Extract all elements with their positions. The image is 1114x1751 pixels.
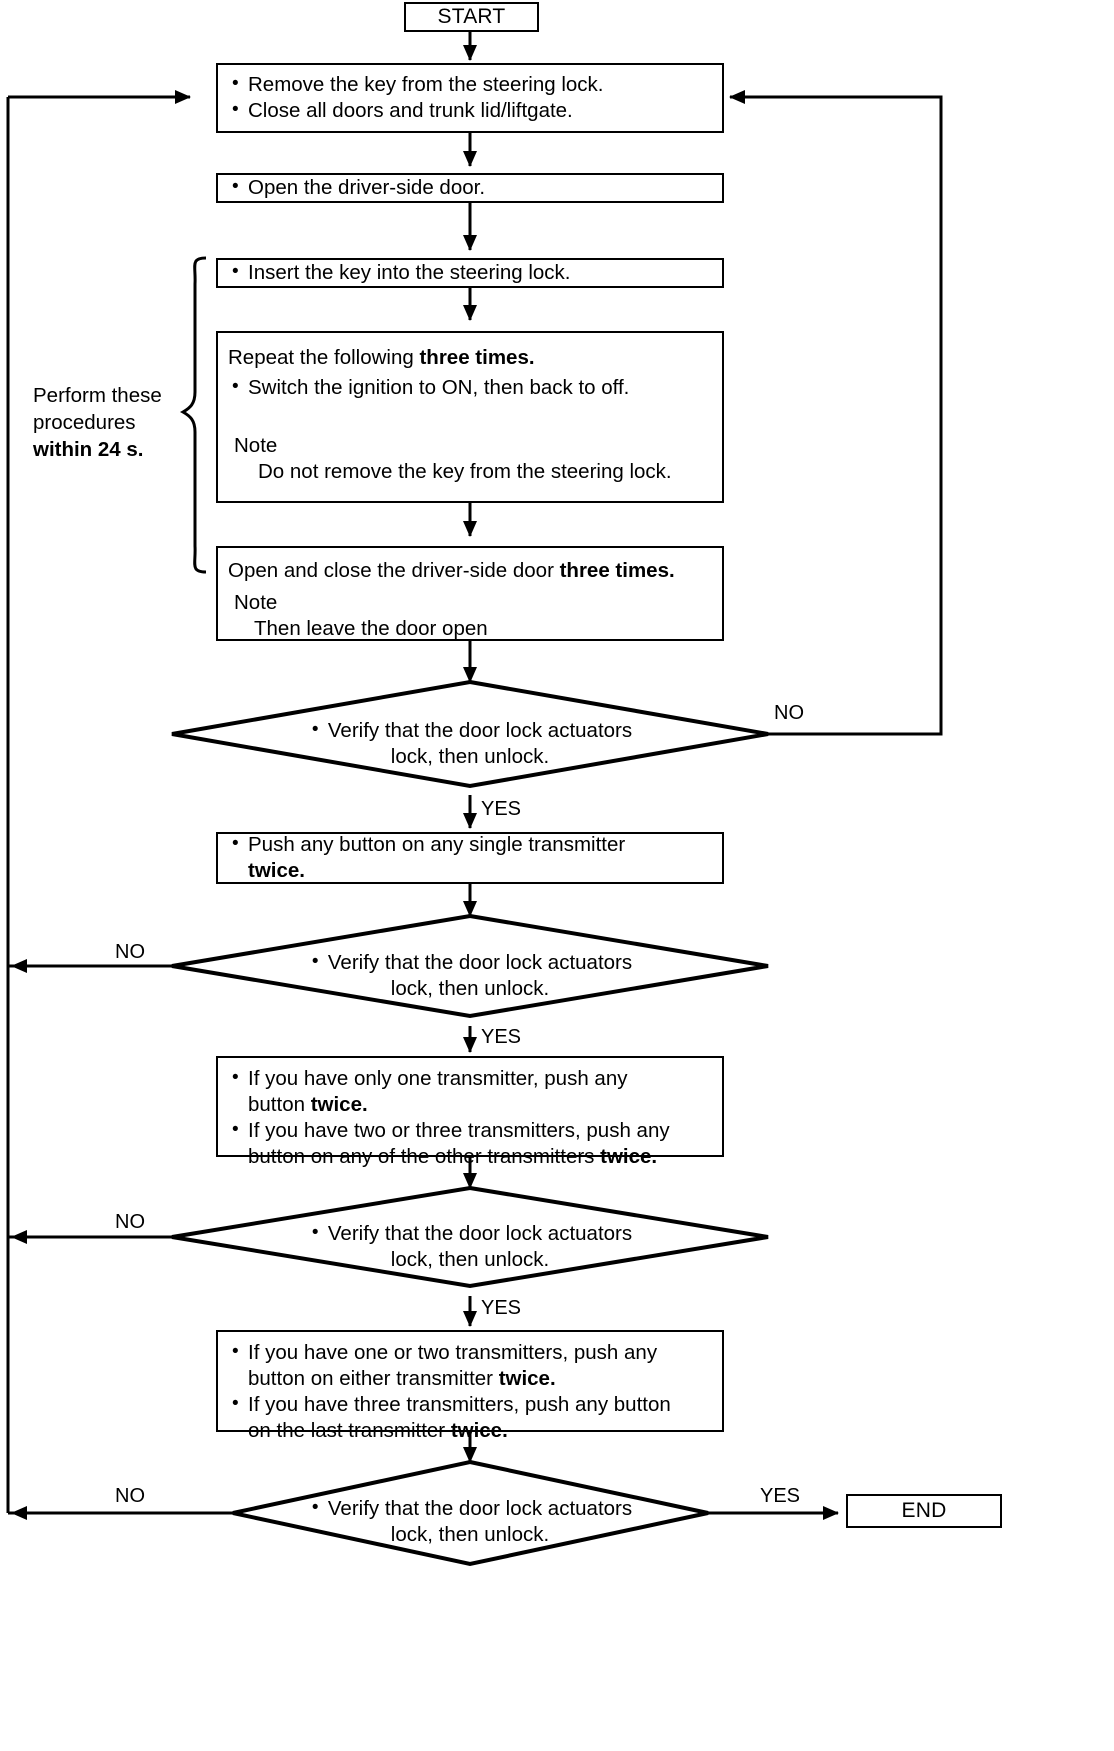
open-close-heading: Open and close the driver-side door thre…: [228, 558, 712, 584]
push-last-b1-l2-bold: twice.: [498, 1367, 556, 1390]
verify-4-line-1: Verify that the door lock actuators: [308, 1495, 632, 1522]
repeat-bullet-1: Switch the ignition to ON, then back to …: [228, 374, 712, 401]
step-push-other-transmitters-box: If you have only one transmitter, push a…: [216, 1056, 724, 1168]
verify-2-line-1: Verify that the door lock actuators: [308, 949, 632, 976]
step-open-driver-door-box: Open the driver-side door.: [216, 173, 724, 203]
verify-1-line-1: Verify that the door lock actuators: [308, 717, 632, 744]
push-other-b2-l2-plain: button on any of the other transmitters: [248, 1145, 601, 1168]
push-other-b1-l2-plain: button: [248, 1093, 311, 1116]
push-last-b2-l2-bold: twice.: [450, 1419, 508, 1442]
step-remove-key-box: Remove the key from the steering lock. C…: [216, 63, 724, 133]
verify-1-line-2: lock, then unlock.: [390, 745, 550, 768]
remove-key-bullet-2: Close all doors and trunk lid/liftgate.: [228, 97, 712, 124]
repeat-note-label: Note: [234, 434, 278, 457]
open-close-heading-plain: Open and close the driver-side door: [228, 559, 560, 582]
push-other-b2-l2-bold: twice.: [600, 1145, 658, 1168]
step-push-last-transmitter-box: If you have one or two transmitters, pus…: [216, 1330, 724, 1442]
start-terminal: START: [404, 2, 539, 32]
edge-label-yes-4: YES: [760, 1485, 801, 1507]
end-terminal: END: [846, 1494, 1002, 1528]
push-last-b1-l1: If you have one or two transmitters, pus…: [228, 1339, 712, 1366]
step-open-close-door-box: Open and close the driver-side door thre…: [216, 546, 724, 641]
start-label: START: [437, 5, 506, 28]
step-repeat-ignition-box: Repeat the following three times. Switch…: [216, 331, 724, 503]
push-other-b1-l1: If you have only one transmitter, push a…: [228, 1065, 712, 1092]
repeat-note-text: Do not remove the key from the steering …: [258, 460, 672, 483]
side-note-line-1: Perform these: [33, 384, 162, 407]
repeat-heading-plain: Repeat the following: [228, 346, 420, 369]
open-close-heading-bold: three times.: [559, 559, 675, 582]
push-other-b1-l2: button twice.: [228, 1092, 712, 1118]
end-label: END: [901, 1499, 947, 1522]
remove-key-bullet-1: Remove the key from the steering lock.: [228, 71, 712, 98]
open-close-note-text: Then leave the door open: [254, 617, 488, 640]
push-last-b1-l2: button on either transmitter twice.: [228, 1366, 712, 1392]
edge-label-no-3: NO: [115, 1211, 145, 1233]
decision-verify-4-text: Verify that the door lock actuators lock…: [250, 1495, 690, 1548]
step-insert-key-box: Insert the key into the steering lock.: [216, 258, 724, 288]
edge-label-yes-2: YES: [481, 1026, 522, 1048]
verify-4-line-2: lock, then unlock.: [390, 1523, 550, 1546]
verify-3-line-2: lock, then unlock.: [390, 1248, 550, 1271]
verify-2-line-2: lock, then unlock.: [390, 977, 550, 1000]
insert-key-bullet-1: Insert the key into the steering lock.: [228, 259, 712, 286]
step-push-single-transmitter-box: Push any button on any single transmitte…: [216, 831, 724, 884]
edge-label-no-2: NO: [115, 941, 145, 963]
repeat-heading-bold: three times.: [419, 346, 535, 369]
side-note-line-2: procedures: [33, 411, 136, 434]
verify-3-line-1: Verify that the door lock actuators: [308, 1220, 632, 1247]
push-other-b1-l2-bold: twice.: [310, 1093, 368, 1116]
edge-label-yes-3: YES: [481, 1297, 522, 1319]
push-single-bullet-1: Push any button on any single transmitte…: [228, 831, 712, 858]
edge-label-no-1: NO: [774, 702, 804, 724]
open-door-bullet-1: Open the driver-side door.: [228, 174, 712, 201]
push-other-b2-l1: If you have two or three transmitters, p…: [228, 1117, 712, 1144]
push-other-b2-l2: button on any of the other transmitters …: [228, 1144, 712, 1170]
repeat-heading: Repeat the following three times.: [228, 345, 712, 371]
side-note-line-3-bold: within 24 s.: [33, 438, 144, 461]
decision-verify-3-text: Verify that the door lock actuators lock…: [240, 1220, 700, 1273]
edge-label-yes-1: YES: [481, 798, 522, 820]
push-last-b2-l2-plain: on the last transmitter: [248, 1419, 451, 1442]
edge-label-no-4: NO: [115, 1485, 145, 1507]
push-single-bold-text: twice.: [248, 859, 305, 882]
side-note-perform-procedures: Perform these procedures within 24 s.: [33, 382, 162, 463]
decision-verify-2-text: Verify that the door lock actuators lock…: [240, 949, 700, 1002]
open-close-note-label: Note: [234, 591, 278, 614]
push-last-b1-l2-plain: button on either transmitter: [248, 1367, 499, 1390]
push-single-bold: twice.: [228, 858, 712, 884]
side-note-line-3: within 24 s.: [33, 436, 162, 463]
push-last-b2-l1: If you have three transmitters, push any…: [228, 1391, 712, 1418]
push-last-b2-l2: on the last transmitter twice.: [228, 1418, 712, 1444]
decision-verify-1-text: Verify that the door lock actuators lock…: [240, 717, 700, 770]
